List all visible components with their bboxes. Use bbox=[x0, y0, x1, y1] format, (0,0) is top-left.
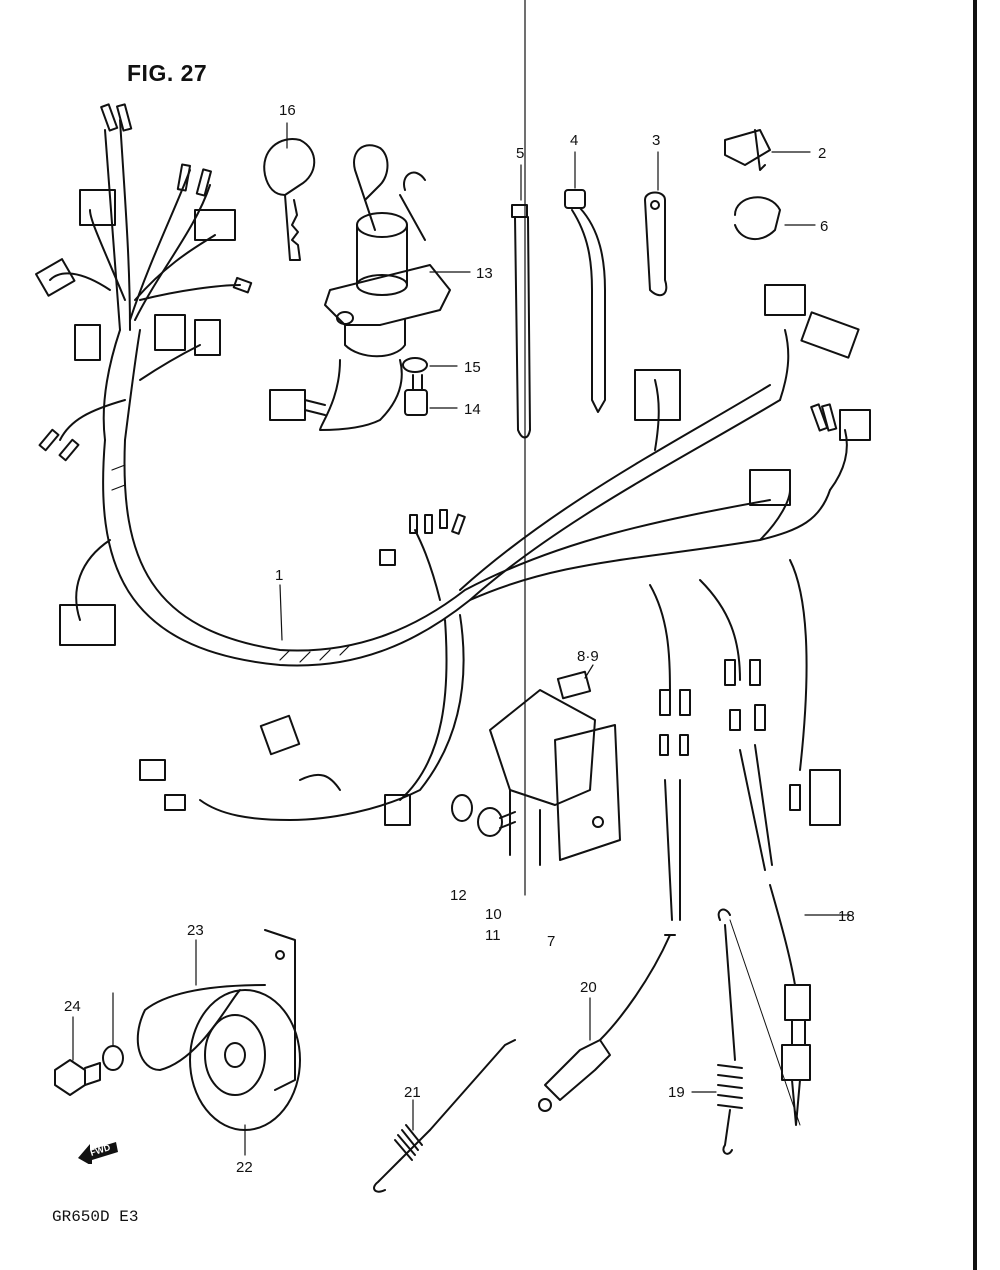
washer-12 bbox=[451, 794, 473, 822]
tail-cable bbox=[664, 779, 681, 921]
callout-number: 23 bbox=[187, 922, 204, 939]
screw-14 bbox=[404, 374, 428, 416]
spring-18 bbox=[717, 908, 743, 1155]
bolt-23 bbox=[54, 1059, 101, 1096]
main-wiring-harness bbox=[49, 119, 848, 821]
clamp-2 bbox=[724, 129, 771, 171]
key-icon bbox=[263, 138, 316, 261]
arrow-left-icon bbox=[78, 1142, 118, 1164]
washer-24 bbox=[102, 1045, 124, 1071]
callout-number: 13 bbox=[476, 265, 493, 282]
cable-tie-4 bbox=[564, 189, 606, 413]
callout-number: 24 bbox=[64, 998, 81, 1015]
callout-leaders bbox=[72, 0, 851, 1156]
clamp-3 bbox=[644, 191, 668, 297]
callout-number: 6 bbox=[820, 218, 829, 235]
tail-cable bbox=[739, 744, 773, 871]
fuse-8-9 bbox=[556, 670, 592, 700]
callout-number: 5 bbox=[516, 145, 525, 162]
model-code: GR650D E3 bbox=[52, 1208, 139, 1226]
callout-number: 7 bbox=[547, 933, 556, 950]
switch-17 bbox=[729, 884, 811, 1126]
callout-number: 11 bbox=[485, 927, 501, 944]
screw-10-11 bbox=[477, 807, 516, 837]
callout-number: 15 bbox=[464, 359, 481, 376]
callout-number: 12 bbox=[450, 887, 467, 904]
callout-number: 16 bbox=[279, 102, 296, 119]
callout-number: 2 bbox=[818, 145, 827, 162]
callout-number: 4 bbox=[570, 132, 579, 149]
harness-connectors bbox=[35, 103, 871, 826]
clamp-6 bbox=[734, 196, 781, 240]
horn-icon bbox=[189, 929, 301, 1131]
callout-number: 3 bbox=[652, 132, 661, 149]
washer-15 bbox=[402, 357, 428, 373]
callout-number: 10 bbox=[485, 906, 502, 923]
callout-number: 1 bbox=[275, 567, 284, 584]
switch-19 bbox=[538, 934, 676, 1112]
callout-number: 19 bbox=[668, 1084, 685, 1101]
callout-number: 18 bbox=[838, 908, 855, 925]
callout-number: 21 bbox=[404, 1084, 421, 1101]
callout-number: 22 bbox=[236, 1159, 253, 1176]
cable-strap-5 bbox=[511, 204, 531, 439]
horn-lead-22 bbox=[136, 984, 266, 1071]
callout-number: 14 bbox=[464, 401, 481, 418]
ignition-switch-icon bbox=[269, 144, 451, 431]
regulator-7 bbox=[489, 689, 621, 866]
callout-number: 20 bbox=[580, 979, 597, 996]
figure-title: FIG. 27 bbox=[127, 60, 208, 86]
spring-20 bbox=[373, 1039, 516, 1193]
callout-number: 8·9 bbox=[577, 648, 599, 665]
